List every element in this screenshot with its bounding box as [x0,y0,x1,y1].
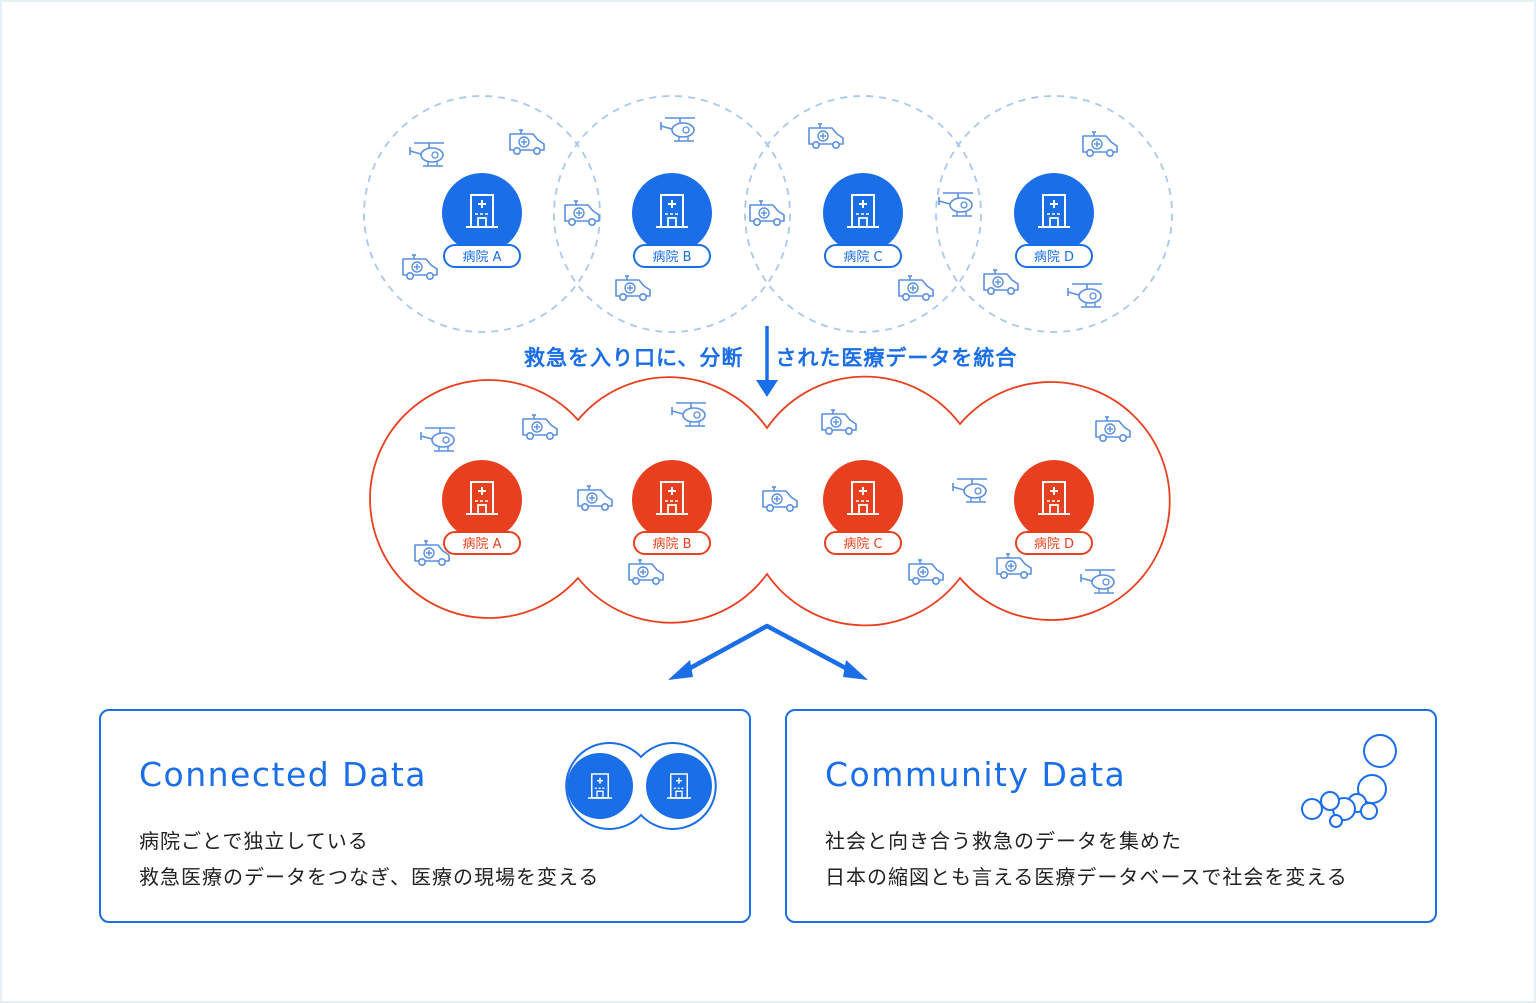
community-bubbles-icon [1301,734,1397,828]
community-data-card: Community Data 社会と向き合う救急のデータを集めた 日本の縮図とも… [785,709,1437,923]
helicopter-icon [952,478,988,503]
helicopter-icon [938,192,974,217]
hospital-circle [1014,460,1094,540]
separated-circles [363,95,1173,333]
hospital-label: 病院 A [462,250,501,265]
middle-hospital-a: 病院 A [442,460,522,555]
card-description-line: 日本の縮図とも言える医療データベースで社会を変える [825,865,1348,889]
card-description-line: 社会と向き合う救急のデータを集めた [825,829,1182,853]
hospital-circle [442,460,522,540]
helicopter-icon [671,402,707,427]
hospital-circle [823,173,903,253]
top-hospitals: 病院 A 病院 B 病院 C 病院 D [442,173,1094,268]
connected-data-card: Connected Data 病院ごとで独立している 救急医療のデータをつなぎ、… [99,709,751,923]
hospital-label-pill [633,531,711,555]
ambulance-icon [402,254,438,281]
hospital-label: 病院 C [843,537,882,552]
helicopter-icon [409,142,445,167]
ambulance-icon [628,559,664,586]
helicopter-icon [660,117,696,142]
dashed-circle-b [553,95,791,333]
caption-part-1: 救急を入り口に、分断 [524,346,744,370]
dashed-circle-a [363,95,601,333]
middle-hospital-d: 病院 D [1014,460,1094,555]
ambulance-icon [1082,131,1118,157]
top-hospital-b: 病院 B [632,173,712,268]
middle-hospital-b: 病院 B [632,460,712,555]
ambulance-icon [615,275,651,302]
ambulance-icon [749,200,785,226]
card-description-line: 救急医療のデータをつなぎ、医療の現場を変える [139,865,600,889]
top-hospital-a: 病院 A [442,173,522,268]
helicopter-icon [1080,569,1116,594]
hospital-label-pill [443,531,521,555]
middle-hospitals: 病院 A 病院 B 病院 C 病院 D [442,460,1094,555]
hospital-label: 病院 B [652,537,691,552]
ambulance-icon [762,486,798,513]
middle-hospital-c: 病院 C [823,460,903,555]
hospital-circle [1014,173,1094,253]
hospital-label: 病院 A [462,537,501,552]
card-description-line: 病院ごとで独立している [139,829,369,853]
ambulance-icon [808,123,844,149]
hospital-circle [442,173,522,253]
ambulance-icon [1095,416,1131,443]
ambulance-icon [898,275,934,302]
hospital-label: 病院 C [843,250,882,265]
card-title: Community Data [825,755,1127,794]
ambulance-icon [821,409,857,436]
hospital-label: 病院 B [652,250,691,265]
split-arrows [668,623,868,680]
hospital-circle [632,460,712,540]
ambulance-icon [509,129,545,155]
hospital-label-pill [1015,531,1093,555]
ambulance-icon [522,414,558,441]
hospital-label-pill [1015,244,1093,268]
hospital-label-pill [824,531,902,555]
ambulance-icon [908,559,944,586]
hospital-label-pill [824,244,902,268]
down-arrow [756,326,778,397]
helicopter-icon [1067,283,1103,308]
helicopter-icon [420,427,456,452]
hospital-label-pill [443,244,521,268]
ambulance-icon [996,553,1032,580]
hospital-circle [823,460,903,540]
dashed-circle-c [744,95,982,333]
integration-caption: 救急を入り口に、分断 された医療データを統合 [524,342,1017,372]
hospital-label-pill [633,244,711,268]
top-hospital-d: 病院 D [1014,173,1094,268]
top-hospital-c: 病院 C [823,173,903,268]
ambulance-icon [983,269,1019,296]
hospital-label: 病院 D [1034,250,1074,265]
ambulance-icon [564,200,600,226]
caption-part-2: された医療データを統合 [775,346,1018,370]
ambulance-icon [577,485,613,512]
merged-circles-outline [369,375,1171,627]
hospital-circle [632,173,712,253]
card-title: Connected Data [139,755,427,794]
hospital-label: 病院 D [1034,537,1074,552]
connected-hospitals-icon [565,742,717,830]
dashed-circle-d [935,95,1173,333]
